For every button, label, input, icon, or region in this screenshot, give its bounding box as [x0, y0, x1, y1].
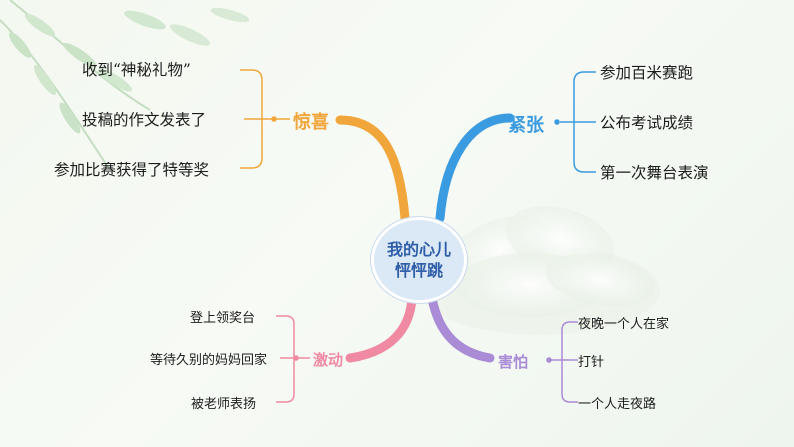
surprise-item: 投稿的作文发表了	[82, 111, 207, 129]
surprise-branch-curve	[335, 115, 410, 223]
branch-curves	[335, 113, 515, 363]
afraid-branch-curve	[427, 293, 495, 363]
nervous-item: 参加百米赛跑	[600, 64, 694, 82]
nervous-bracket	[554, 71, 596, 173]
excited-branch-curve	[345, 293, 417, 363]
surprise-item: 参加比赛获得了特等奖	[54, 161, 210, 179]
afraid-item: 夜晚一个人在家	[578, 317, 670, 332]
afraid-bracket	[546, 321, 578, 403]
branch-label-afraid: 害怕	[498, 353, 529, 371]
nervous-branch-curve	[435, 113, 515, 223]
center-topic-line1: 我的心儿	[386, 240, 451, 259]
nervous-item: 公布考试成绩	[600, 114, 694, 132]
excited-item: 登上领奖台	[190, 311, 256, 326]
afraid-item: 一个人走夜路	[578, 397, 657, 412]
excited-item: 等待久别的妈妈回家	[150, 353, 268, 368]
afraid-item: 打针	[578, 355, 605, 370]
excited-bracket	[276, 315, 310, 403]
nervous-item: 第一次舞台表演	[600, 164, 709, 182]
lotus-flower-decoration	[420, 205, 660, 335]
branch-label-surprise: 惊喜	[293, 112, 329, 133]
center-topic: 我的心儿 怦怦跳	[371, 217, 467, 303]
willow-leaves-decoration	[0, 0, 250, 171]
branch-label-excited: 激动	[313, 351, 344, 369]
surprise-item: 收到“神秘礼物”	[82, 61, 191, 79]
branch-label-nervous: 紧张	[508, 115, 544, 136]
center-topic-line2: 怦怦跳	[394, 261, 443, 280]
surprise-bracket	[240, 69, 290, 169]
excited-item: 被老师表扬	[191, 397, 257, 412]
